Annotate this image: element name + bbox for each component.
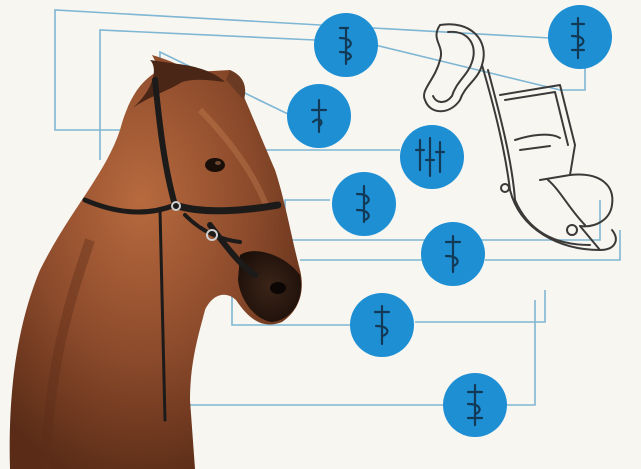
horse-head-image: [10, 55, 302, 469]
label-3: [548, 5, 612, 69]
label-6: [421, 222, 485, 286]
label-markers: [287, 5, 612, 437]
label-2: [287, 84, 351, 148]
label-4: [400, 125, 464, 189]
label-8: [443, 373, 507, 437]
label-7: [350, 293, 414, 357]
label-1: [314, 13, 378, 77]
label-5: [332, 172, 396, 236]
